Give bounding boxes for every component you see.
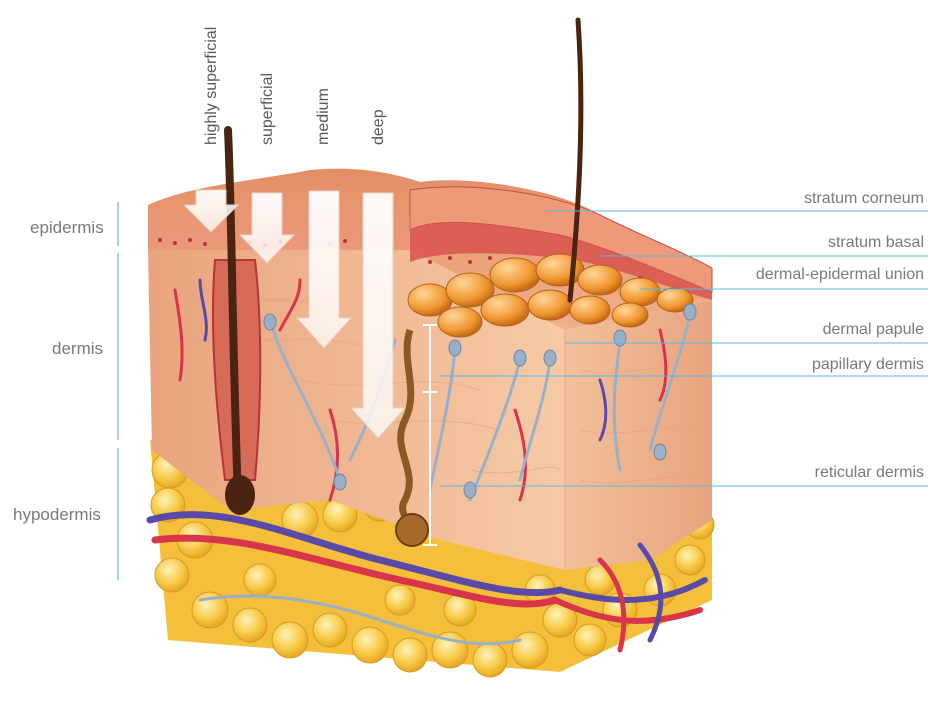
label-hypodermis: hypodermis [13, 506, 101, 523]
label-dermal-papule: dermal papule [823, 322, 924, 338]
label-epidermis: epidermis [30, 219, 104, 236]
dermis-side-face [565, 300, 712, 570]
label-superficial: superficial [260, 73, 276, 145]
label-dermal-epidermal-union: dermal-epidermal union [756, 267, 924, 283]
label-highly-superficial: highly superficial [204, 27, 220, 145]
label-medium: medium [316, 88, 332, 145]
label-deep: deep [371, 109, 387, 145]
label-stratum-basal: stratum basal [828, 235, 924, 251]
label-dermis: dermis [52, 340, 103, 357]
label-reticular-dermis: reticular dermis [815, 465, 924, 481]
sweat-gland-coil [396, 514, 428, 546]
label-papillary-dermis: papillary dermis [812, 357, 924, 373]
label-stratum-corneum: stratum corneum [804, 191, 924, 207]
